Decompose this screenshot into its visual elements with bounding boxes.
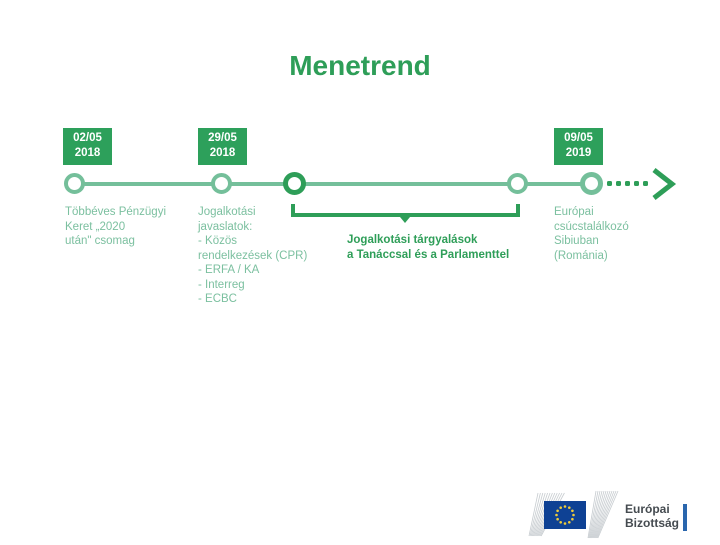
date-badge-3: 09/05 2019: [554, 128, 603, 165]
continuation-dot: [625, 181, 630, 186]
logo-accent-bar: [683, 504, 687, 531]
timeline-node-3: [283, 172, 306, 195]
commission-logo-text: Európai Bizottság: [625, 502, 679, 530]
commission-logo: [528, 490, 700, 540]
continuation-dot: [607, 181, 612, 186]
timeline-node-4: [507, 173, 528, 194]
milestone-label-2: Jogalkotási javaslatok: - Közös rendelke…: [198, 206, 308, 305]
date-badge-2: 29/05 2018: [198, 128, 247, 165]
continuation-dot: [643, 181, 648, 186]
span-bracket-tick-left: [291, 204, 295, 217]
span-bracket-bar: [291, 213, 520, 217]
timeline-node-2: [211, 173, 232, 194]
timeline-line: [75, 182, 592, 186]
span-bracket-tick-right: [516, 204, 520, 217]
span-label: Jogalkotási tárgyalások a Tanáccsal és a…: [347, 234, 510, 261]
timeline-node-5: [580, 172, 603, 195]
milestone-label-1: Többéves Pénzügyi Keret „2020 után" csom…: [65, 206, 167, 247]
milestone-label-5: Európai csúcstalálkozó Sibiuban (Románia…: [554, 206, 629, 262]
continuation-dot: [634, 181, 639, 186]
timeline-node-1: [64, 173, 85, 194]
eu-flag-icon: [528, 490, 619, 539]
date-badge-1: 02/05 2018: [63, 128, 112, 165]
page-title: Menetrend: [289, 50, 431, 81]
span-bracket-pointer: [400, 217, 410, 223]
arrow-right-icon: [652, 168, 677, 200]
continuation-dot: [616, 181, 621, 186]
